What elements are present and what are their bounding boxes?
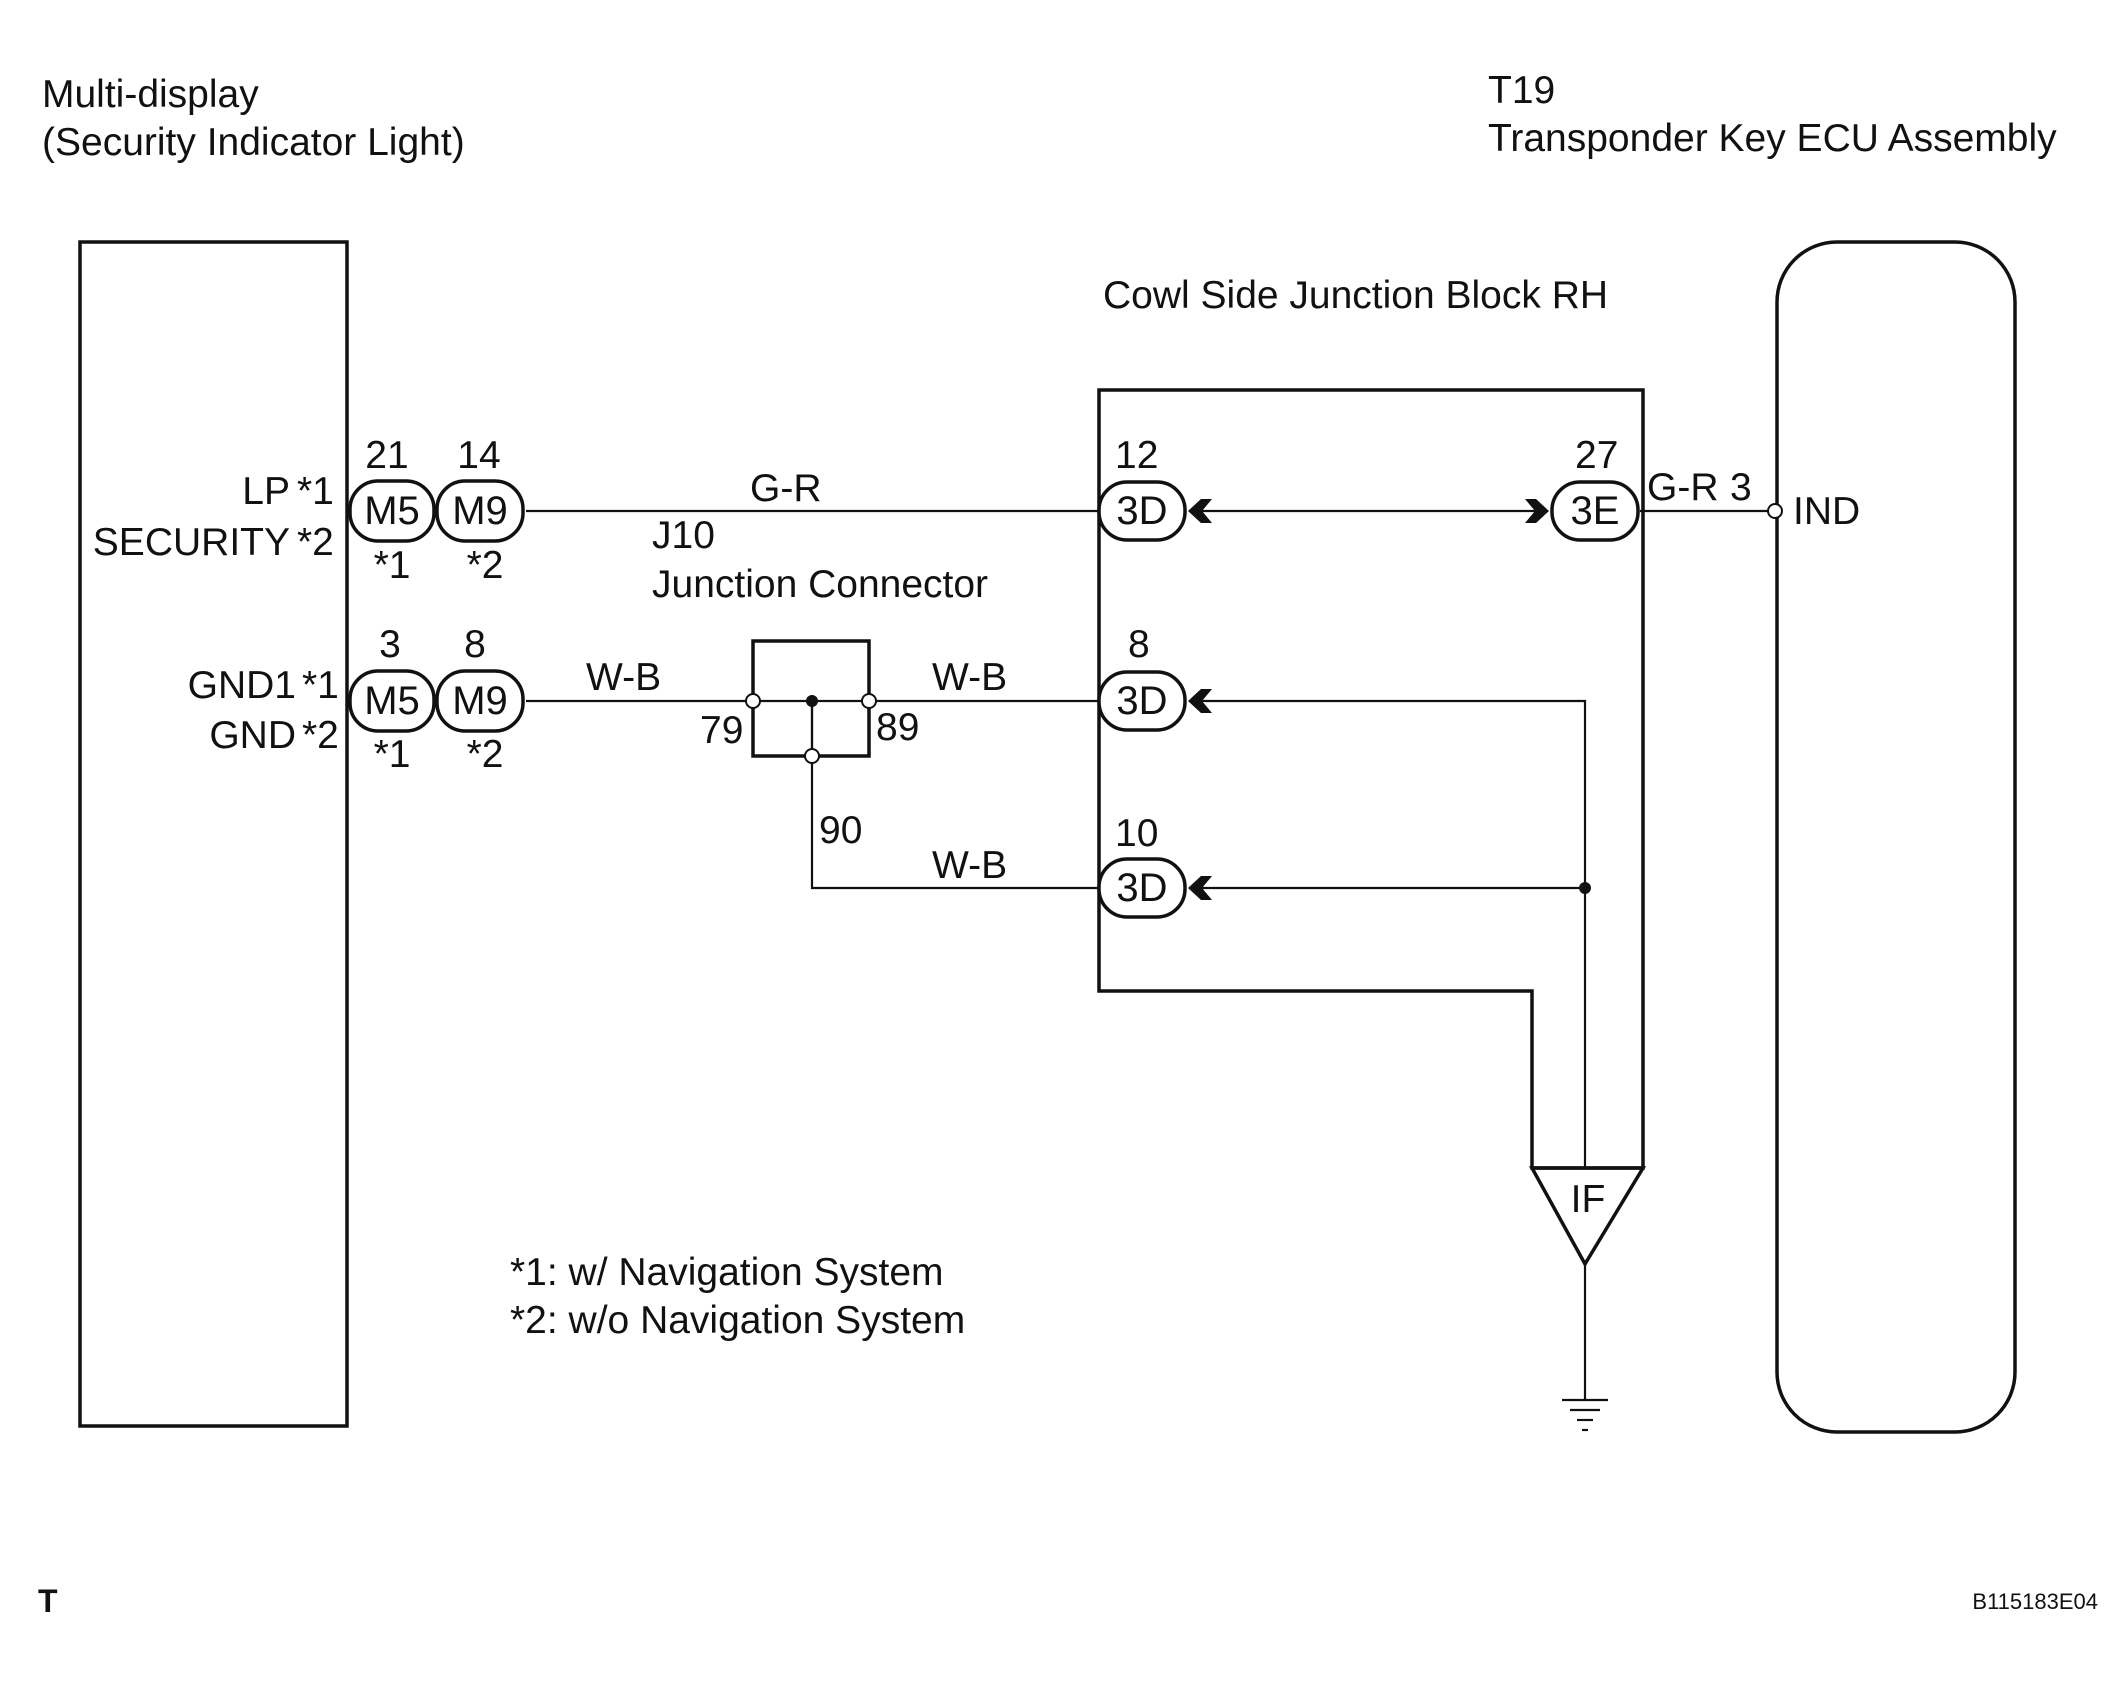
block-connector-3d-10	[1097, 857, 1187, 919]
chevron-arrow-icon	[1188, 876, 1212, 900]
chevron-arrow-icon	[1525, 499, 1549, 523]
connector-m5-lower	[348, 669, 436, 733]
multi-display-box	[78, 240, 349, 1428]
chevron-arrow-icon	[1188, 689, 1212, 713]
ground-icon	[1562, 1398, 1608, 1432]
pin-8-left: 8	[464, 623, 486, 666]
terminal-gnd1-mark: *1	[302, 664, 339, 707]
terminal-security-mark: *2	[297, 521, 334, 564]
ecu-title: Transponder Key ECU Assembly	[1488, 117, 2057, 160]
connector-m5-upper	[348, 479, 436, 543]
connector-m5-upper-label: M5	[364, 489, 420, 533]
connector-m9-lower-note: *2	[467, 733, 504, 776]
wire-label-wb-left: W-B	[586, 656, 661, 699]
connector-m9-lower-label: M9	[452, 679, 508, 723]
block-connector-3d-10-label: 3D	[1116, 866, 1167, 910]
terminal-gnd-mark: *2	[302, 714, 339, 757]
note-2: *2: w/o Navigation System	[510, 1299, 965, 1342]
ecu-terminal-ind	[1767, 503, 1783, 519]
terminal-lp-mark: *1	[297, 470, 334, 513]
junction-pin-90-terminal	[804, 748, 820, 764]
connector-m9-upper-label: M9	[452, 489, 508, 533]
pin-14: 14	[457, 434, 500, 477]
connector-m9-lower	[435, 669, 525, 733]
block-connector-3d-8-label: 3D	[1116, 679, 1167, 723]
terminal-security: SECURITY	[93, 521, 290, 564]
block-connector-3d-8	[1097, 670, 1187, 732]
wire-block-ground-upper	[1200, 699, 1587, 1168]
junction-pin-89-terminal	[861, 693, 877, 709]
terminal-gnd: GND	[209, 714, 296, 757]
pin-21: 21	[365, 434, 408, 477]
junction-pin-79-terminal	[745, 693, 761, 709]
terminal-gnd1: GND1	[188, 664, 296, 707]
note-1: *1: w/ Navigation System	[510, 1251, 944, 1294]
junction-connector-code: J10	[652, 514, 715, 557]
block-pin-27: 27	[1575, 434, 1618, 477]
connector-m5-lower-note: *1	[374, 733, 411, 776]
wire-label-wb-right: W-B	[932, 656, 1007, 699]
ground-point-label: IF	[1571, 1178, 1606, 1221]
block-connector-3e-27-label: 3E	[1571, 489, 1620, 533]
ecu-box	[1775, 240, 2017, 1434]
junction-pin-79: 79	[700, 709, 743, 752]
block-pin-10: 10	[1115, 812, 1158, 855]
wire-label-gr-ecu: G-R	[1647, 466, 1719, 509]
pin-3: 3	[379, 623, 401, 666]
junction-pin-89: 89	[876, 706, 919, 749]
ecu-terminal-name: IND	[1793, 490, 1860, 533]
connector-m9-upper-note: *2	[467, 544, 504, 587]
terminal-lp: LP	[242, 470, 290, 513]
block-pin-8: 8	[1128, 623, 1150, 666]
multi-display-subtitle: (Security Indicator Light)	[42, 121, 465, 164]
connector-m9-upper	[435, 479, 525, 543]
junction-dot	[806, 695, 818, 707]
block-connector-3d-12	[1097, 480, 1187, 542]
multi-display-title: Multi-display	[42, 73, 259, 116]
footer-left: T	[38, 1583, 58, 1619]
wire-label-wb-lower: W-B	[932, 844, 1007, 887]
junction-block-title: Cowl Side Junction Block RH	[1103, 274, 1608, 317]
splice-dot	[1579, 882, 1591, 894]
connector-m5-upper-note: *1	[374, 544, 411, 587]
chevron-arrow-icon	[1188, 499, 1212, 523]
block-connector-3e-27	[1550, 480, 1640, 542]
ecu-code: T19	[1488, 69, 1555, 112]
junction-pin-90: 90	[819, 809, 862, 852]
footer-right: B115183E04	[1972, 1589, 2098, 1614]
ground-point-triangle	[1529, 1166, 1647, 1268]
ecu-pin-3: 3	[1730, 466, 1752, 509]
connector-m5-lower-label: M5	[364, 679, 420, 723]
junction-connector-title: Junction Connector	[652, 563, 988, 606]
block-pin-12: 12	[1115, 434, 1158, 477]
wire-label-gr: G-R	[750, 467, 822, 510]
block-connector-3d-12-label: 3D	[1116, 489, 1167, 533]
